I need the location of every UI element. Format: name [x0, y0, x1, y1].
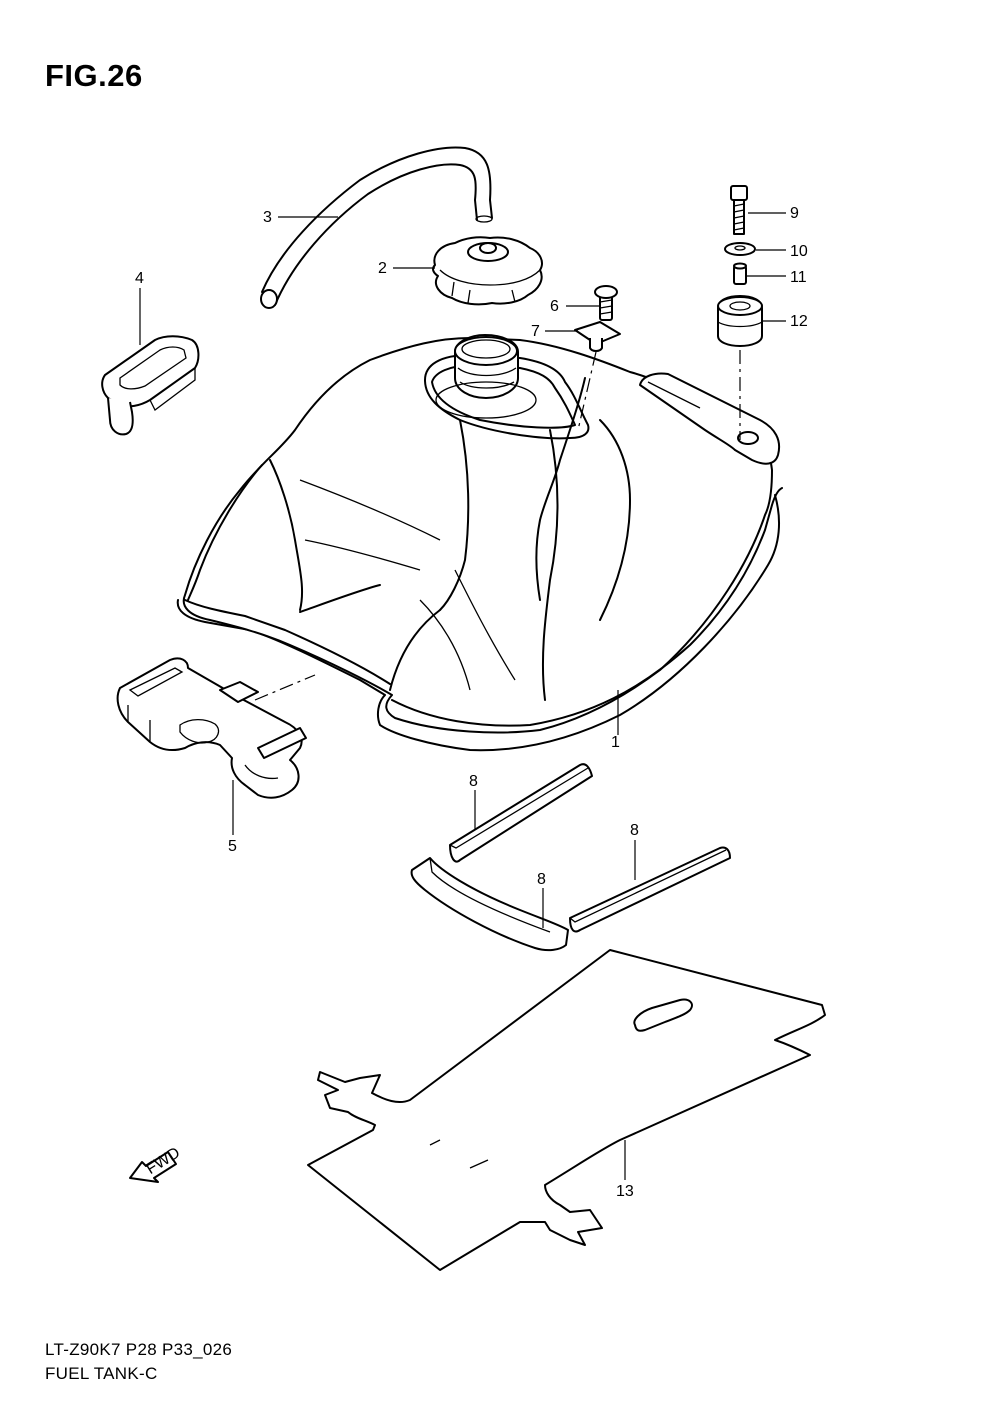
washer-10: [724, 242, 756, 256]
screw-6: [594, 285, 618, 321]
collar-11: [733, 262, 747, 285]
callout-6: 6: [550, 298, 559, 315]
model-code: LT-Z90K7 P28 P33_026: [45, 1340, 233, 1359]
callout-3: 3: [263, 209, 272, 226]
callout-11: 11: [790, 269, 807, 286]
callout-7: 7: [531, 323, 540, 340]
callout-9: 9: [790, 205, 799, 222]
holder-bracket-5: [116, 657, 307, 799]
callout-1: 1: [611, 734, 620, 751]
under-plate-13: [307, 949, 826, 1271]
callout-8-bottom: 8: [537, 871, 546, 888]
callout-labels: 1 2 3 4 5 6 7 8 8 8 9 10 11 12 13: [135, 205, 808, 1200]
leader-lines: [139, 212, 786, 1180]
callout-13: 13: [616, 1183, 634, 1200]
section-name: FUEL TANK-C: [45, 1364, 158, 1383]
bolt-9: [730, 185, 748, 235]
callout-8-top: 8: [469, 773, 478, 790]
cushion-strip-8-left: [410, 857, 569, 952]
bracket-4: [101, 335, 200, 436]
callout-2: 2: [378, 260, 387, 277]
cushion-strip-8-right: [569, 846, 731, 933]
callout-5: 5: [228, 838, 237, 855]
figure-title: FIG.26: [45, 58, 143, 93]
forward-arrow-icon: FWD: [129, 1144, 183, 1183]
callout-4: 4: [135, 270, 144, 287]
cushion-12: [717, 295, 763, 347]
fuel-tank: [176, 334, 783, 752]
callout-12: 12: [790, 313, 808, 330]
callout-8-right: 8: [630, 822, 639, 839]
cushion-strip-8-top: [449, 763, 593, 863]
breather-hose: [260, 146, 493, 309]
clip-7: [574, 321, 621, 431]
callout-10: 10: [790, 243, 808, 260]
fuel-cap: [432, 236, 543, 306]
